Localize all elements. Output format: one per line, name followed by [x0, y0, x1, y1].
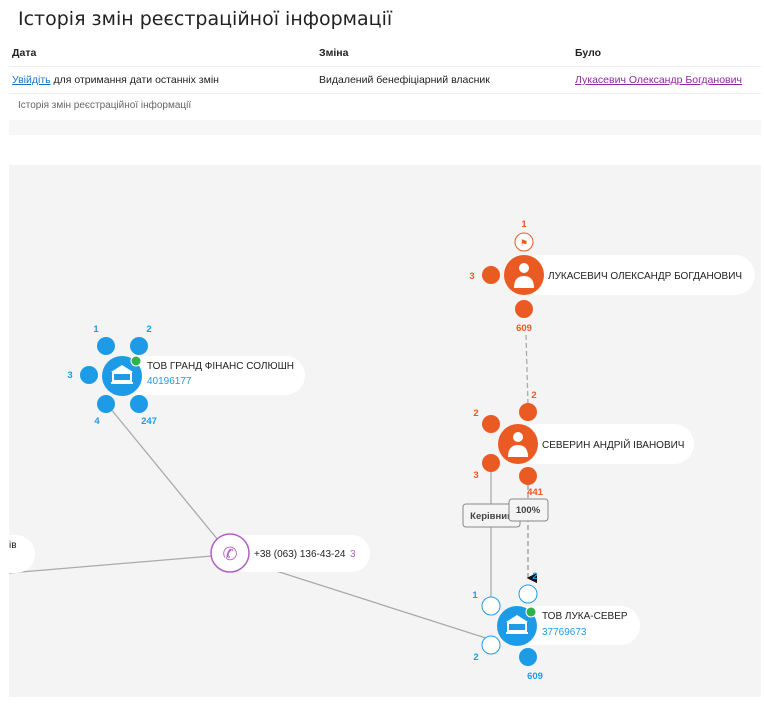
- svg-text:⚑: ⚑: [520, 238, 528, 248]
- count: 609: [516, 323, 532, 334]
- count: 2: [532, 571, 537, 582]
- divider-band: [9, 120, 761, 135]
- location-pin-icon[interactable]: [519, 467, 537, 485]
- company-code: 37769673: [542, 627, 587, 638]
- count: 441: [527, 487, 544, 498]
- node-severyn[interactable]: СЕВЕРИН АНДРІЙ ІВАНОВИЧ 2 2 3 441: [473, 390, 694, 498]
- role-label: Керівник: [470, 511, 512, 522]
- group-icon[interactable]: [482, 415, 500, 433]
- count: 1: [521, 219, 527, 230]
- node-cut-left[interactable]: ів: [0, 535, 35, 573]
- count: 2: [473, 408, 478, 419]
- count: 2: [146, 324, 151, 335]
- edge-label-share: 100%: [508, 498, 549, 522]
- col-date: Дата: [12, 47, 37, 59]
- count: 3: [67, 370, 72, 381]
- count: 2: [531, 390, 536, 401]
- count: 2: [473, 652, 478, 663]
- node-lukasevych[interactable]: ЛУКАСЕВИЧ ОЛЕКСАНДР БОГДАНОВИЧ ⚑ 1 3 609: [469, 219, 755, 334]
- edges: [8, 334, 538, 641]
- phone-icon[interactable]: [97, 395, 115, 413]
- count: 1: [472, 590, 478, 601]
- count: 1: [93, 324, 99, 335]
- count: 247: [141, 416, 157, 427]
- group-icon[interactable]: [481, 596, 501, 616]
- share-label: 100%: [516, 505, 541, 516]
- node-grand-finance[interactable]: ТОВ ГРАНД ФІНАНС СОЛЮШН 40196177 1 2 3 4 2…: [67, 324, 305, 427]
- date-text: для отримання дати останніх змін: [50, 74, 219, 86]
- company-name: ТОВ ГРАНД ФІНАНС СОЛЮШН: [147, 361, 294, 372]
- page-title: Історія змін реєстраційної інформації: [18, 8, 393, 30]
- count: 3: [469, 271, 474, 282]
- change-cell: Видалений бенефіціарний власник: [319, 74, 490, 86]
- history-note: Історія змін реєстраційної інформації: [18, 100, 192, 111]
- person-icon: [508, 432, 528, 457]
- founder-icon[interactable]: [97, 337, 115, 355]
- was-cell: Лукасевич Олександр Богданович: [575, 74, 742, 86]
- bank-icon: [111, 365, 133, 384]
- flag-icon[interactable]: [514, 232, 534, 252]
- phone-number: +38 (063) 136-43-24: [254, 549, 346, 560]
- count: 609: [527, 671, 543, 682]
- table-header: Дата Зміна Було: [9, 40, 761, 67]
- col-change: Зміна: [319, 47, 349, 59]
- verified-icon: [525, 606, 537, 618]
- history-table: Дата Зміна Було Увійдіть для отримання д…: [9, 40, 761, 94]
- login-link[interactable]: Увійдіть: [12, 74, 51, 86]
- company-name: ТОВ ЛУКА-СЕВЕР: [542, 611, 628, 622]
- share-pie-icon[interactable]: [518, 584, 538, 604]
- table-row: Увійдіть для отримання дати останніх змі…: [9, 67, 761, 94]
- flag-icon[interactable]: [519, 403, 537, 421]
- share-pie-icon[interactable]: [130, 337, 148, 355]
- location-pin-icon[interactable]: [519, 648, 537, 666]
- node-luka-sever[interactable]: ТОВ ЛУКА-СЕВЕР 37769673 2 1 2 609: [472, 571, 640, 682]
- was-person-link[interactable]: Лукасевич Олександр Богданович: [575, 74, 742, 86]
- node-phone[interactable]: ✆ +38 (063) 136-43-24 3: [210, 533, 370, 573]
- count: 4: [94, 416, 100, 427]
- count: 3: [473, 470, 478, 481]
- person-icon: [514, 263, 534, 288]
- verified-icon: [130, 355, 142, 367]
- phone-icon[interactable]: [481, 635, 501, 655]
- cut-node-label: ів: [9, 540, 17, 551]
- phone-icon: ✆: [222, 544, 237, 564]
- location-pin-icon[interactable]: [515, 300, 533, 318]
- person-name: ЛУКАСЕВИЧ ОЛЕКСАНДР БОГДАНОВИЧ: [548, 271, 742, 282]
- date-cell: Увійдіть для отримання дати останніх змі…: [12, 74, 219, 86]
- bank-icon: [506, 615, 528, 634]
- location-pin-icon[interactable]: [130, 395, 148, 413]
- person-name: СЕВЕРИН АНДРІЙ ІВАНОВИЧ: [542, 438, 684, 451]
- phone-count: 3: [350, 549, 356, 560]
- col-was: Було: [575, 47, 602, 59]
- group-icon[interactable]: [482, 454, 500, 472]
- company-code: 40196177: [147, 376, 192, 387]
- group-icon[interactable]: [80, 366, 98, 384]
- group-icon[interactable]: [482, 266, 500, 284]
